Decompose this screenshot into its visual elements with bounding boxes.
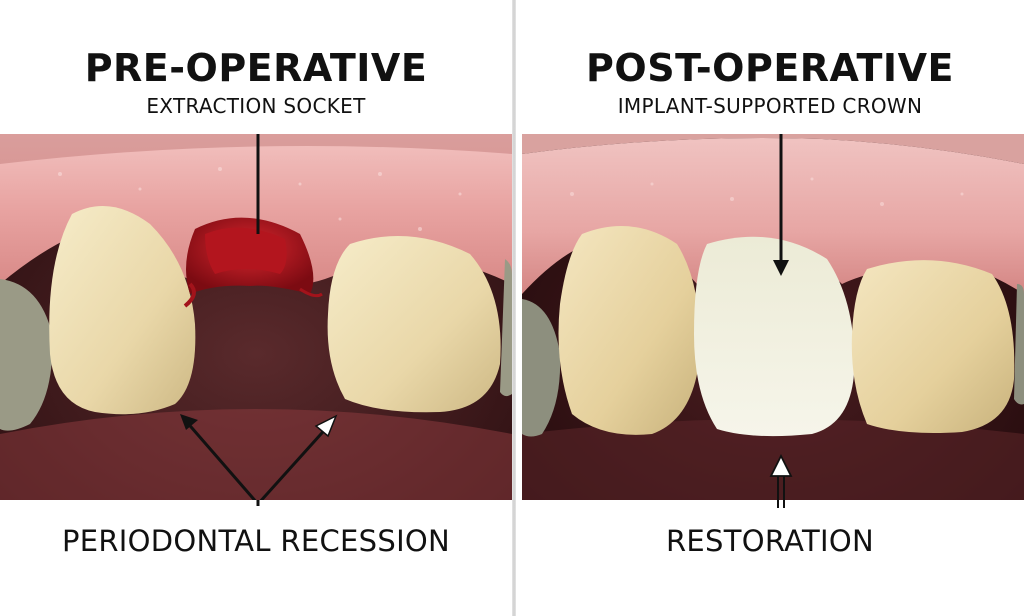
pre-operative-panel: PRE-OPERATIVE EXTRACTION SOCKET xyxy=(0,46,512,558)
pre-operative-title: PRE-OPERATIVE xyxy=(84,46,428,90)
periodontal-recession-label: PERIODONTAL RECESSION xyxy=(61,524,451,558)
post-operative-panel: POST-OPERATIVE IMPLANT-SUPPORTED CROWN xyxy=(516,0,1024,616)
implant-crown-subtitle: IMPLANT-SUPPORTED CROWN xyxy=(617,94,923,118)
restoration-label: RESTORATION xyxy=(665,524,875,558)
panel-divider xyxy=(512,0,516,616)
restoration-arrow-stem xyxy=(777,500,785,508)
extraction-socket-subtitle: EXTRACTION SOCKET xyxy=(146,94,366,118)
recession-arrow-stem xyxy=(256,500,260,506)
post-operative-title: POST-OPERATIVE xyxy=(586,46,954,90)
post-operative-photo xyxy=(522,134,1024,500)
pre-operative-photo xyxy=(0,134,512,500)
